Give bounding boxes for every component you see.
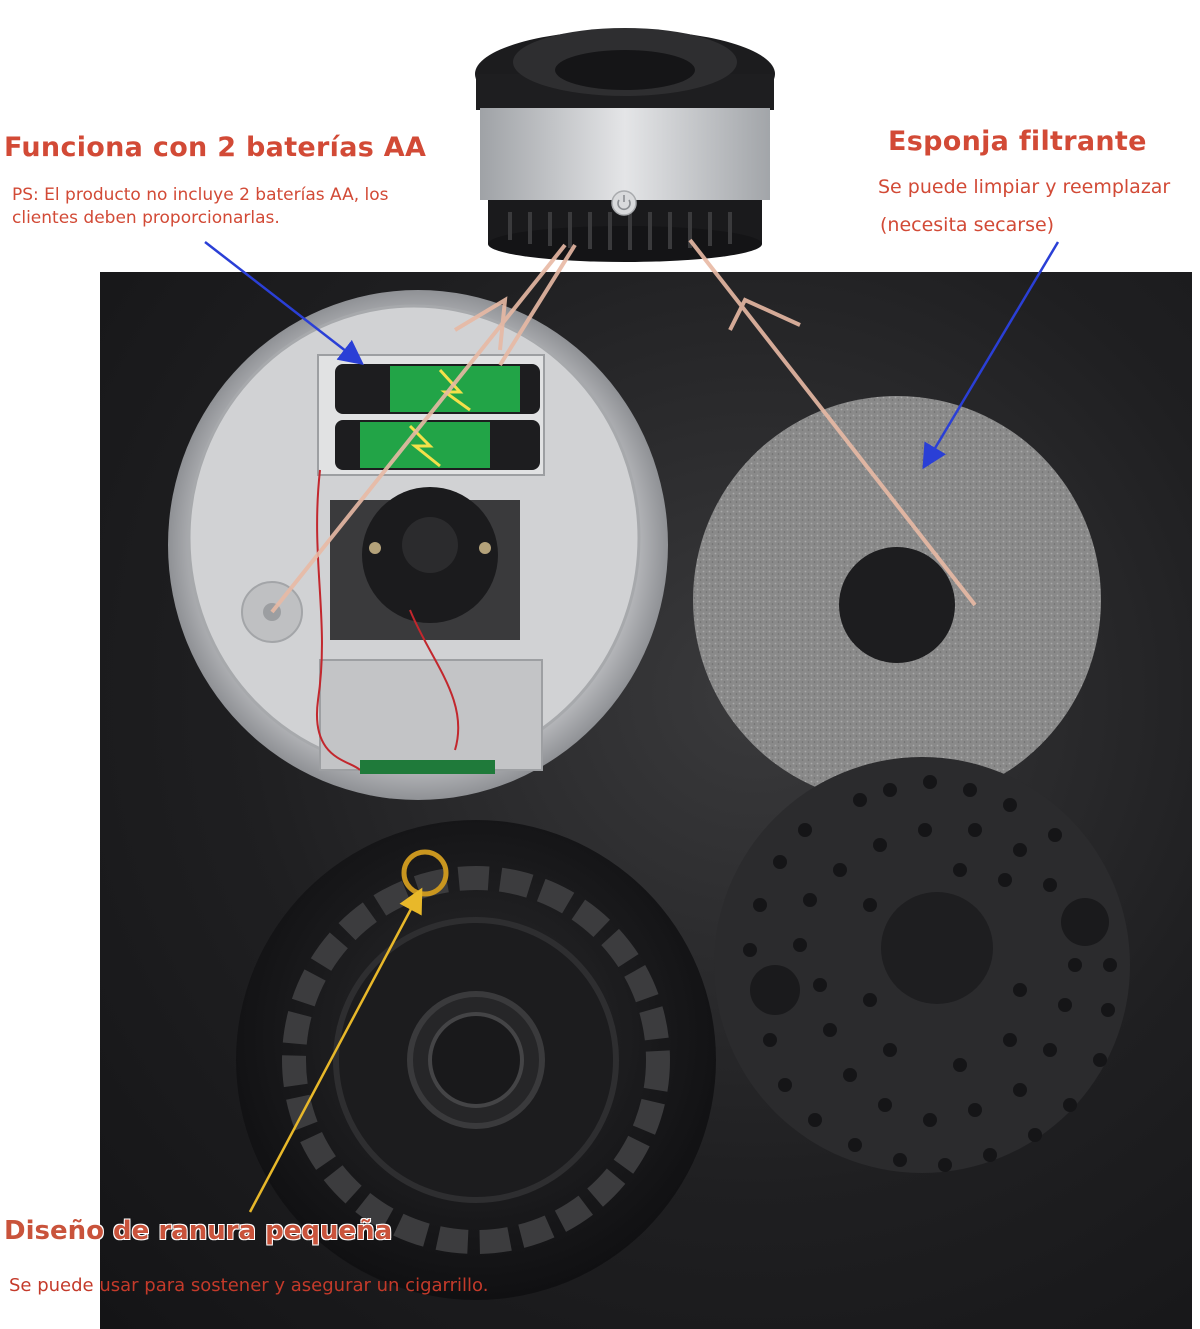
aa-battery-icon <box>335 364 540 470</box>
assembled-ashtray <box>475 28 775 262</box>
slot-note: Se puede usar para sostener y asegurar u… <box>9 1275 489 1296</box>
slot-title: Diseño de ranura pequeña <box>4 1216 393 1246</box>
battery-callout-arrow <box>204 241 364 366</box>
assembly-arrows <box>270 238 977 614</box>
slot-highlight-ring <box>401 849 449 897</box>
slot-callout-arrow <box>248 887 423 1213</box>
power-icon[interactable] <box>611 190 637 216</box>
batteries-title: Funciona con 2 baterías AA <box>4 132 427 163</box>
batteries-note-line1: PS: El producto no incluye 2 baterías AA… <box>12 185 389 205</box>
sponge-note-line2: (necesita secarse) <box>880 214 1055 236</box>
perforated-plate <box>714 757 1130 1173</box>
vent-slots <box>508 212 732 250</box>
black-cover <box>236 820 716 1300</box>
sponge-title: Esponja filtrante <box>888 126 1147 157</box>
sponge-callout-arrow <box>922 241 1060 470</box>
sponge-note-line1: Se puede limpiar y reemplazar <box>878 176 1171 198</box>
filter-sponge <box>693 396 1101 804</box>
batteries-note-line2: clientes deben proporcionarlas. <box>12 208 280 228</box>
open-housing <box>168 290 668 800</box>
